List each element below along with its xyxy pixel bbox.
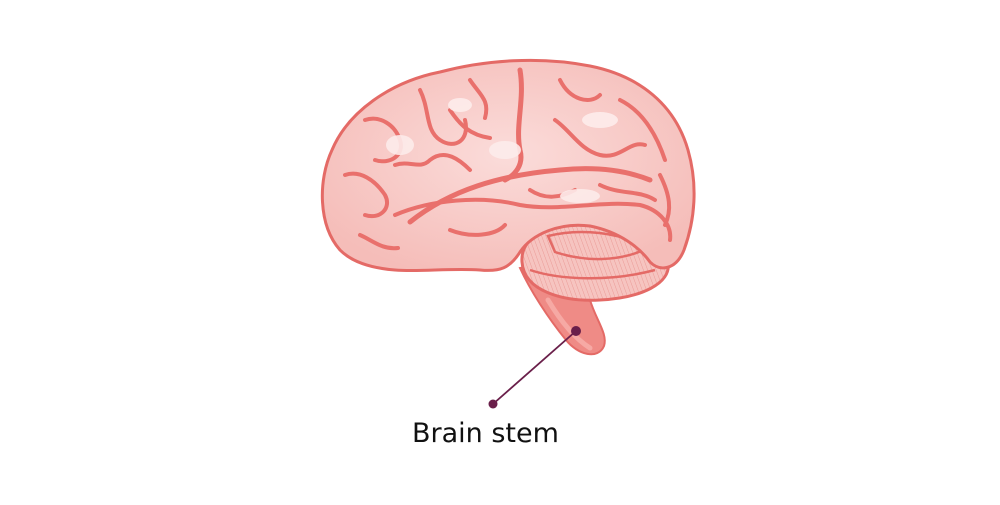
label-dot-icon — [488, 399, 498, 409]
brain-stem-label: Brain stem — [412, 418, 559, 449]
brain-stem-leader — [488, 326, 581, 409]
cerebrum — [320, 58, 696, 273]
anchor-dot-icon — [571, 326, 581, 336]
